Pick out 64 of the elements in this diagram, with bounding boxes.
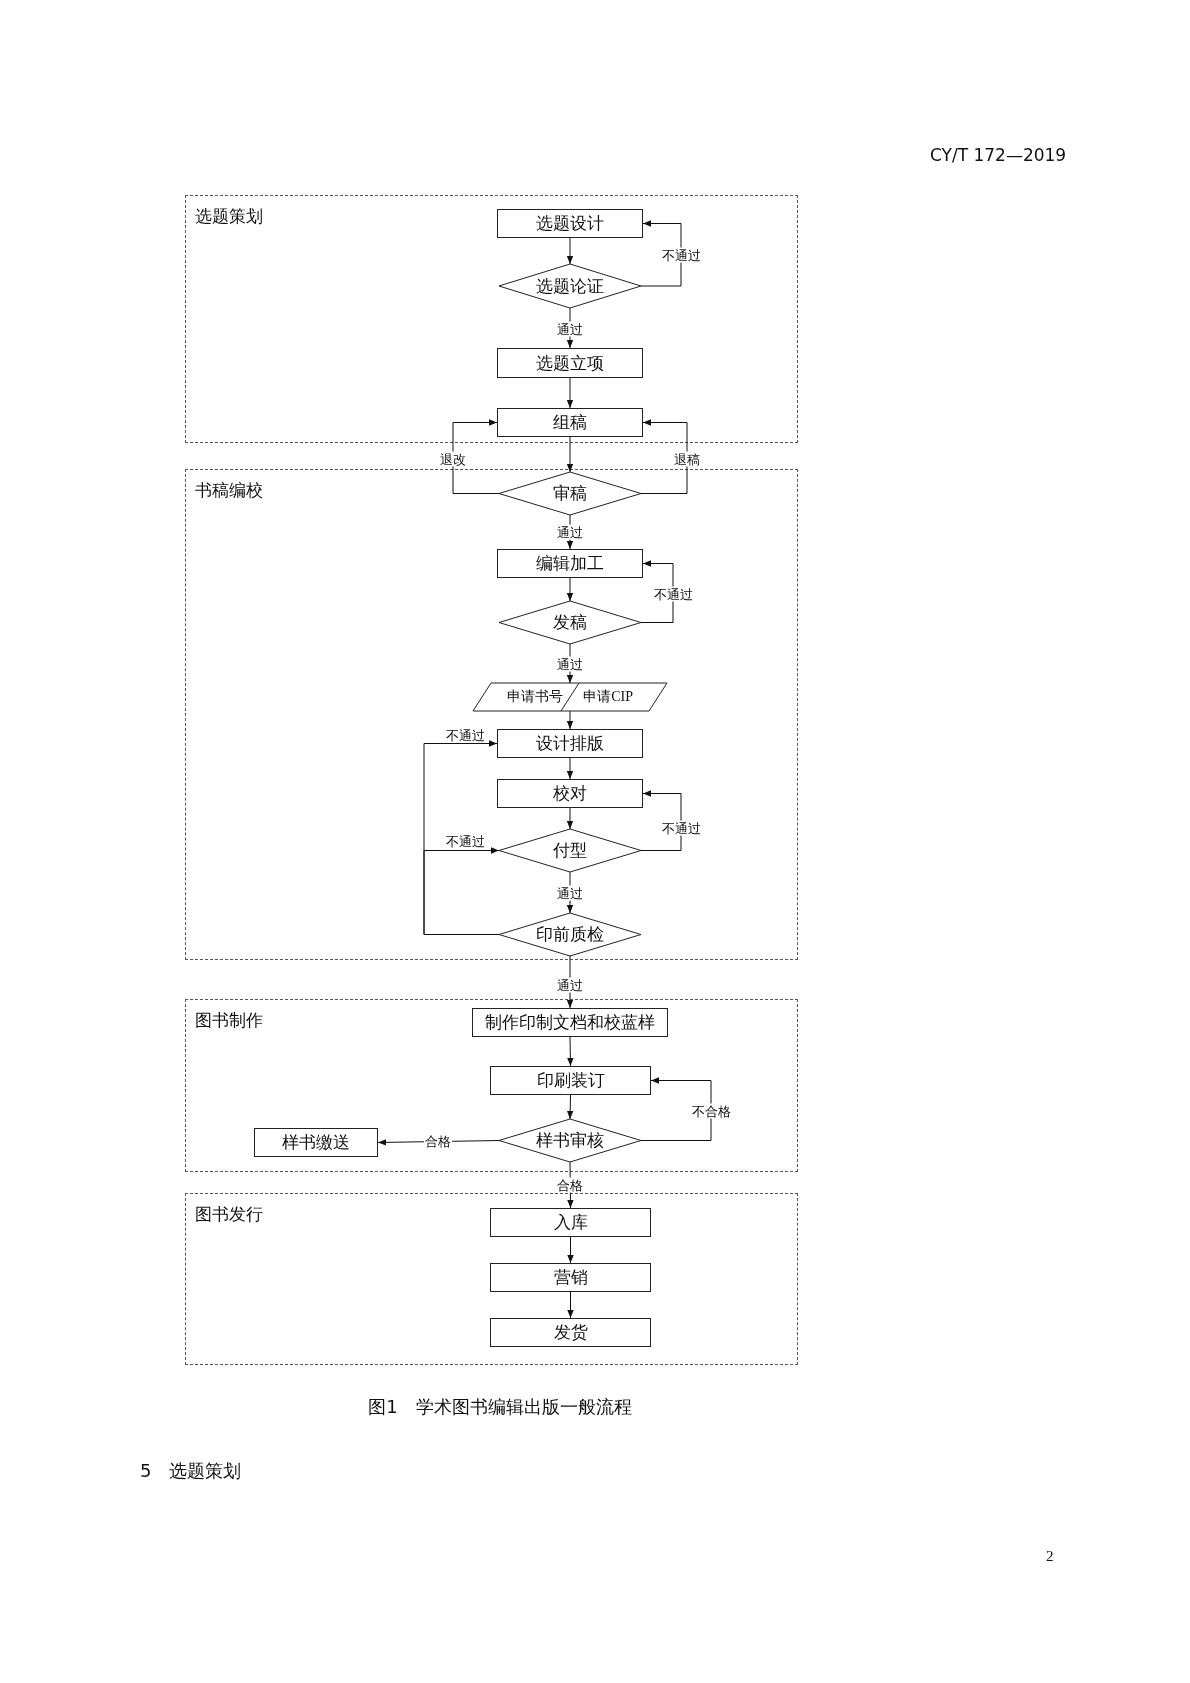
edge-label: 退改	[439, 451, 467, 467]
process-box: 入库	[490, 1208, 651, 1237]
arrow	[640, 1077, 712, 1141]
arrow	[566, 436, 574, 473]
edge-label: 合格	[556, 1177, 584, 1193]
page-number: 2	[1046, 1548, 1054, 1565]
group-title: 书稿编校	[195, 479, 263, 502]
step-label: 样书审核	[536, 1130, 604, 1152]
figure-caption: 图1 学术图书编辑出版一般流程	[367, 1395, 633, 1419]
edge-label: 通过	[556, 321, 584, 337]
arrow	[640, 419, 688, 494]
step-label: 印前质检	[536, 924, 604, 946]
arrow	[423, 847, 500, 935]
step-label: 审稿	[553, 483, 587, 505]
arrow	[640, 790, 682, 851]
group-frame	[185, 195, 798, 443]
edge-label: 不通过	[652, 586, 694, 602]
arrow	[566, 577, 574, 602]
edge-label: 不通过	[660, 247, 702, 263]
document-code: CY/T 172—2019	[930, 145, 1067, 165]
arrow	[640, 560, 674, 623]
section-heading: 5 选题策划	[140, 1459, 242, 1483]
step-label: 付型	[553, 840, 587, 862]
edge-label: 退稿	[673, 451, 701, 467]
group-title: 图书发行	[195, 1203, 263, 1226]
process-box: 校对	[497, 779, 643, 808]
process-box: 发货	[490, 1318, 651, 1347]
edge-label: 不通过	[444, 727, 486, 743]
arrow	[566, 710, 574, 730]
arrow	[566, 807, 574, 830]
process-box: 设计排版	[497, 729, 643, 758]
process-box: 选题设计	[497, 209, 643, 238]
arrow	[566, 1094, 574, 1120]
edge-label: 不通过	[444, 833, 486, 849]
arrow	[567, 1036, 574, 1067]
arrow	[567, 1291, 574, 1319]
process-box: 组稿	[497, 408, 643, 437]
edge-label: 通过	[556, 977, 584, 993]
arrow	[567, 1236, 574, 1264]
process-box: 编辑加工	[497, 549, 643, 578]
arrow	[640, 220, 682, 287]
group-title: 选题策划	[195, 205, 263, 228]
step-label: 申请CIP	[583, 688, 633, 706]
group-frame	[185, 1193, 798, 1365]
arrow	[566, 237, 574, 265]
group-frame	[185, 999, 798, 1172]
process-box: 印刷装订	[490, 1066, 651, 1095]
process-box: 营销	[490, 1263, 651, 1292]
step-label: 发稿	[553, 612, 587, 634]
edge-label: 通过	[556, 656, 584, 672]
group-title: 图书制作	[195, 1009, 263, 1032]
process-box: 制作印制文档和校蓝样	[472, 1008, 668, 1037]
edge-label: 不合格	[690, 1103, 732, 1119]
arrow	[566, 757, 574, 780]
edge-label: 不通过	[660, 820, 702, 836]
edge-label: 合格	[424, 1133, 452, 1149]
group-frame	[185, 469, 798, 960]
process-box: 样书缴送	[254, 1128, 378, 1157]
step-label: 申请书号	[507, 688, 564, 706]
step-label: 选题论证	[536, 275, 604, 298]
arrow	[566, 377, 574, 409]
edge-label: 通过	[556, 885, 584, 901]
process-box: 选题立项	[497, 348, 643, 378]
edge-label: 通过	[556, 524, 584, 540]
